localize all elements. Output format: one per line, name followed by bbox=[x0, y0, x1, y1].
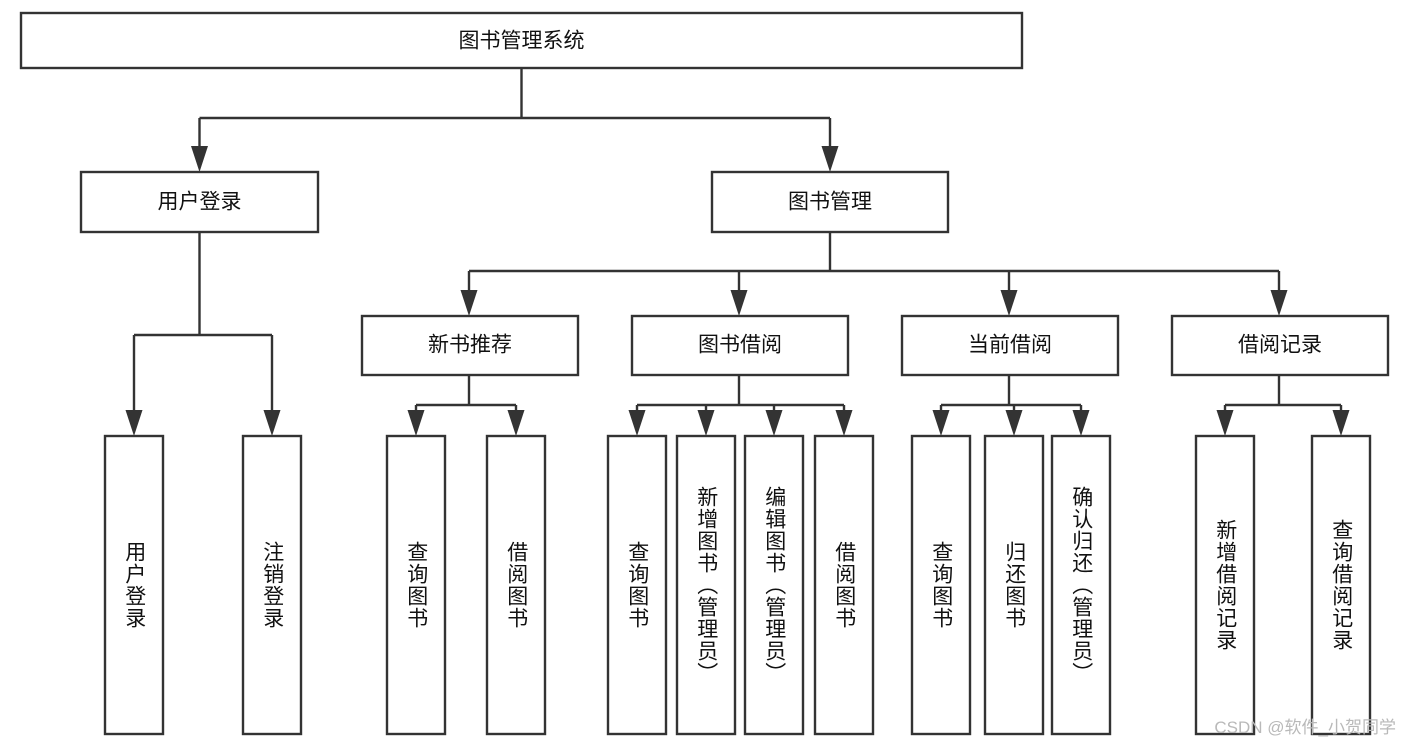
arrow-borrow-to-leaf3 bbox=[765, 410, 783, 436]
arrow-current-to-leaf2 bbox=[1005, 410, 1023, 436]
node-book-borrow[interactable]: 图书借阅 bbox=[630, 314, 850, 377]
leaf-borrow-book[interactable] bbox=[813, 434, 875, 736]
leaf-query-borrow-record-box[interactable] bbox=[1310, 434, 1372, 736]
node-user-login[interactable]: 用户登录 bbox=[79, 170, 320, 234]
node-user-login-box[interactable] bbox=[79, 170, 320, 234]
leaf-add-borrow-record[interactable] bbox=[1194, 434, 1256, 736]
node-new-book-recommend[interactable]: 新书推荐 bbox=[360, 314, 580, 377]
arrow-bookmgmt-to-record bbox=[1270, 290, 1288, 316]
leaf-return-book[interactable] bbox=[983, 434, 1045, 736]
node-borrow-record[interactable]: 借阅记录 bbox=[1170, 314, 1390, 377]
leaf-edit-book-admin-box[interactable] bbox=[743, 434, 805, 736]
arrow-bookmgmt-to-current bbox=[1000, 290, 1018, 316]
leaf-add-borrow-record-box[interactable] bbox=[1194, 434, 1256, 736]
leaf-add-book-admin-box[interactable] bbox=[675, 434, 737, 736]
arrow-root-to-user-login bbox=[191, 146, 208, 172]
arrow-current-to-leaf1 bbox=[932, 410, 950, 436]
node-user-login-label: 用户登录 bbox=[158, 191, 242, 214]
node-book-borrow-label: 图书借阅 bbox=[698, 334, 782, 357]
leaf-logout-box[interactable] bbox=[241, 434, 303, 736]
leaf-user-login[interactable] bbox=[103, 434, 165, 736]
node-borrow-record-label: 借阅记录 bbox=[1238, 334, 1322, 357]
leaf-query-book-borrow[interactable] bbox=[606, 434, 668, 736]
arrow-recommend-to-leaf2 bbox=[507, 410, 525, 436]
leaf-add-book-admin[interactable] bbox=[675, 434, 737, 736]
node-root-box[interactable] bbox=[19, 11, 1024, 70]
node-current-borrow-box[interactable] bbox=[900, 314, 1120, 377]
arrow-recommend-to-leaf1 bbox=[407, 410, 425, 436]
arrow-userlogin-to-leaf2 bbox=[263, 410, 281, 436]
connector-layer bbox=[125, 68, 1350, 436]
leaf-borrow-book-box[interactable] bbox=[813, 434, 875, 736]
leaf-borrow-book-recommend-box[interactable] bbox=[485, 434, 547, 736]
arrow-userlogin-to-leaf1 bbox=[125, 410, 143, 436]
arrow-borrow-to-leaf1 bbox=[628, 410, 646, 436]
arrow-bookmgmt-to-recommend bbox=[460, 290, 478, 316]
arrow-record-to-leaf2 bbox=[1332, 410, 1350, 436]
leaf-confirm-return-admin[interactable] bbox=[1050, 434, 1112, 736]
node-book-borrow-box[interactable] bbox=[630, 314, 850, 377]
node-book-management-box[interactable] bbox=[710, 170, 950, 234]
leaf-query-borrow-record[interactable] bbox=[1310, 434, 1372, 736]
node-book-management[interactable]: 图书管理 bbox=[710, 170, 950, 234]
leaf-query-book-current[interactable] bbox=[910, 434, 972, 736]
node-root[interactable]: 图书管理系统 bbox=[19, 11, 1024, 70]
csdn-watermark: CSDN @软件_小贺同学 bbox=[1214, 718, 1396, 737]
leaf-query-book-borrow-box[interactable] bbox=[606, 434, 668, 736]
node-book-management-label: 图书管理 bbox=[788, 191, 872, 214]
arrow-current-to-leaf3 bbox=[1072, 410, 1090, 436]
arrow-borrow-to-leaf4 bbox=[835, 410, 853, 436]
leaf-query-book-recommend-box[interactable] bbox=[385, 434, 447, 736]
node-root-label: 图书管理系统 bbox=[459, 30, 585, 53]
leaf-query-book-recommend[interactable] bbox=[385, 434, 447, 736]
node-current-borrow[interactable]: 当前借阅 bbox=[900, 314, 1120, 377]
node-current-borrow-label: 当前借阅 bbox=[968, 334, 1052, 357]
arrow-borrow-to-leaf2 bbox=[697, 410, 715, 436]
leaf-return-book-box[interactable] bbox=[983, 434, 1045, 736]
node-new-book-recommend-box[interactable] bbox=[360, 314, 580, 377]
leaf-edit-book-admin[interactable] bbox=[743, 434, 805, 736]
leaf-borrow-book-recommend[interactable] bbox=[485, 434, 547, 736]
arrow-bookmgmt-to-borrow bbox=[730, 290, 748, 316]
arrow-record-to-leaf1 bbox=[1216, 410, 1234, 436]
node-borrow-record-box[interactable] bbox=[1170, 314, 1390, 377]
leaf-confirm-return-admin-box[interactable] bbox=[1050, 434, 1112, 736]
node-new-book-recommend-label: 新书推荐 bbox=[428, 334, 512, 357]
leaf-user-login-box[interactable] bbox=[103, 434, 165, 736]
leaf-query-book-current-box[interactable] bbox=[910, 434, 972, 736]
arrow-root-to-book-management bbox=[821, 146, 839, 172]
leaf-logout[interactable] bbox=[241, 434, 303, 736]
